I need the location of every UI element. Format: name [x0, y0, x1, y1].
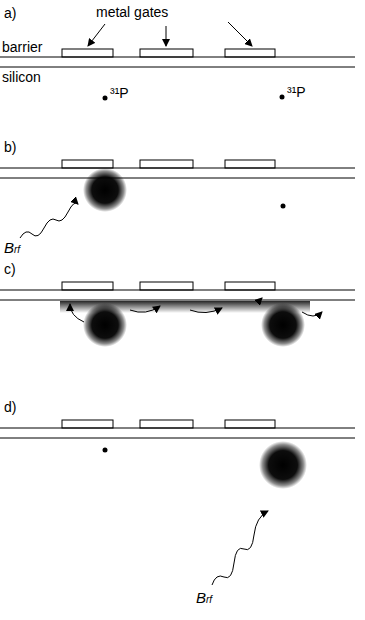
field-label: Brf [4, 236, 20, 257]
metal-gate [62, 49, 113, 57]
panel-letter: d) [4, 400, 16, 415]
layer-label: silicon [2, 70, 41, 85]
electron-cloud [83, 168, 127, 212]
field-label: Brf [196, 586, 212, 607]
donor-label: ³¹P [287, 85, 306, 100]
layer-label: barrier [2, 40, 42, 55]
donor-label: ³¹P [110, 86, 129, 101]
panel-letter: a) [4, 6, 16, 21]
panel-letter: c) [4, 262, 16, 277]
metal-gate [225, 49, 275, 57]
gate-label: metal gates [96, 5, 168, 20]
metal-gate [140, 49, 193, 57]
panel-letter: b) [4, 140, 16, 155]
